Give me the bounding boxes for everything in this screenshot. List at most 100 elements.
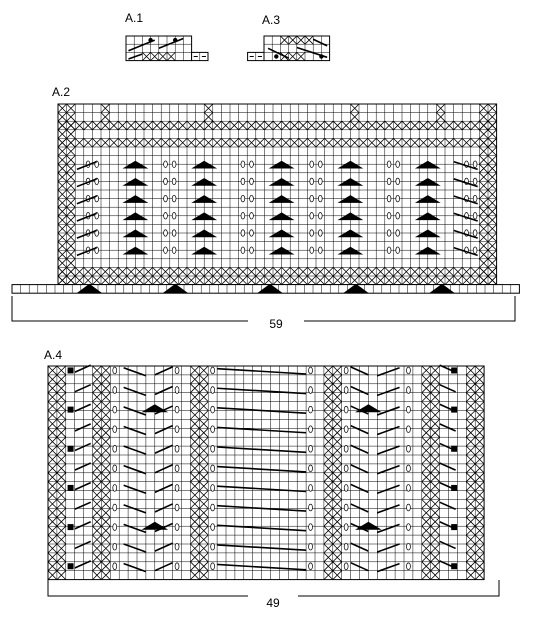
cable-symbol (123, 562, 147, 573)
cross-symbol (474, 383, 485, 393)
yarn-over-symbol (343, 425, 349, 433)
cross-symbol (466, 374, 476, 385)
cross-symbol (229, 267, 239, 277)
decrease-symbol (141, 404, 169, 413)
cross-symbol (47, 561, 58, 571)
cross-symbol (92, 410, 102, 420)
cross-symbol (367, 138, 377, 148)
cable-symbol (439, 501, 456, 511)
cross-symbol (487, 232, 497, 242)
cross-symbol (229, 275, 239, 285)
cross-symbol (190, 481, 200, 491)
yarn-over-symbol (174, 523, 180, 531)
cable-symbol (453, 212, 478, 222)
cross-symbol (135, 138, 145, 148)
cross-symbol (56, 534, 67, 545)
yarn-over-symbol (174, 386, 180, 394)
cross-symbol (199, 499, 209, 509)
cross-symbol (474, 490, 485, 500)
cable-symbol (439, 442, 456, 452)
cross-symbol (272, 275, 282, 285)
cross-symbol (479, 206, 489, 217)
cross-symbol (307, 120, 317, 131)
cross-symbol (487, 206, 497, 217)
cross-symbol (56, 410, 67, 420)
cable-symbol (217, 563, 307, 571)
cross-symbol (178, 120, 188, 131)
yarn-over-symbol (240, 246, 246, 254)
cross-symbol (332, 472, 342, 482)
cable-symbol (154, 464, 173, 474)
yarn-over-symbol (112, 484, 118, 492)
cross-symbol (487, 224, 497, 234)
cross-symbol (332, 517, 342, 527)
cross-symbol (461, 267, 472, 277)
cross-symbol (332, 499, 342, 509)
cross-symbol (47, 454, 58, 465)
filled-square-symbol (67, 484, 74, 491)
cross-symbol (47, 481, 58, 491)
cross-symbol (203, 138, 214, 148)
cross-symbol (421, 472, 431, 482)
cable-symbol (453, 229, 478, 239)
cross-symbol (444, 120, 454, 131)
cable-symbol (123, 425, 147, 436)
yarn-over-symbol (112, 503, 118, 512)
cross-symbol (190, 410, 200, 420)
cross-symbol (117, 267, 128, 277)
yarn-over-symbol (308, 503, 313, 512)
cable-symbol (350, 483, 369, 494)
cross-symbol (315, 275, 325, 285)
cross-symbol (101, 374, 111, 385)
cross-symbol (66, 249, 76, 260)
yarn-over-symbol (395, 194, 400, 203)
cross-symbol (272, 120, 282, 131)
cross-symbol (474, 428, 485, 438)
cross-symbol (92, 508, 102, 518)
cross-symbol (298, 120, 308, 131)
yarn-over-symbol (174, 542, 180, 551)
cross-symbol (470, 120, 480, 131)
cross-symbol (430, 428, 440, 438)
yarn-over-symbol (249, 160, 254, 168)
decrease-symbol (191, 177, 218, 186)
cable-symbol (74, 364, 92, 373)
yarn-over-symbol (309, 212, 314, 220)
yarn-over-symbol (210, 562, 215, 570)
cross-symbol (430, 401, 440, 411)
decrease-symbol (191, 212, 218, 221)
cable-symbol (350, 561, 369, 572)
cross-symbol (474, 463, 485, 474)
cross-symbol (323, 365, 334, 376)
yarn-over-symbol (386, 246, 392, 254)
decrease-symbol (191, 246, 218, 255)
cross-symbol (332, 275, 343, 285)
cross-symbol (466, 543, 476, 554)
cross-symbol (332, 267, 343, 277)
cross-symbol (474, 499, 485, 509)
chart-a2-label: A.2 (52, 85, 70, 99)
cross-symbol (47, 419, 58, 429)
cross-symbol (453, 267, 463, 277)
yarn-over-symbol (171, 194, 177, 203)
yarn-over-symbol (308, 484, 313, 492)
cross-symbol (246, 120, 257, 131)
cable-symbol (377, 386, 400, 397)
decrease-symbol (337, 160, 364, 169)
cross-symbol (418, 267, 429, 277)
cross-symbol (47, 401, 58, 411)
cross-symbol (143, 267, 153, 277)
cross-symbol (195, 267, 205, 277)
yarn-over-symbol (318, 229, 323, 237)
cross-symbol (199, 365, 209, 376)
yarn-over-symbol (386, 160, 392, 168)
cross-symbol (199, 570, 209, 580)
cross-symbol (332, 481, 342, 491)
cross-symbol (255, 120, 265, 131)
yarn-over-symbol (472, 177, 478, 186)
yarn-over-symbol (171, 229, 177, 237)
yarn-over-symbol (174, 503, 180, 512)
decrease-symbol (337, 195, 364, 203)
cross-symbol (100, 120, 110, 131)
decrease-symbol (268, 195, 295, 203)
